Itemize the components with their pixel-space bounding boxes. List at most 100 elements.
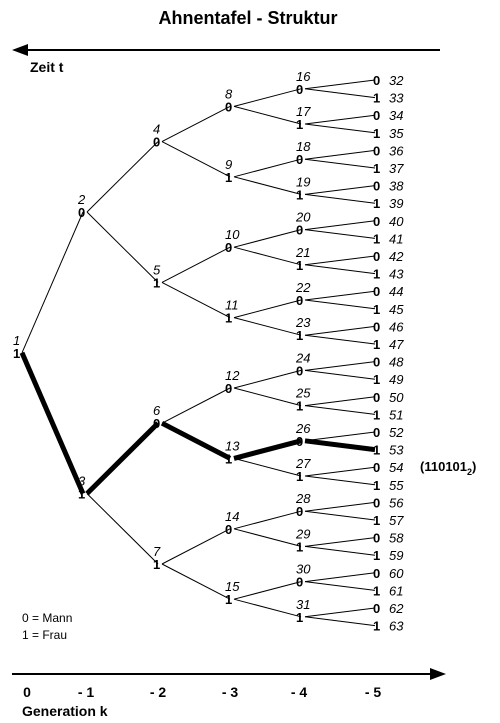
generation-axis	[12, 668, 446, 680]
legend-female: 1 = Frau	[22, 628, 67, 642]
ancestor-number-41: 41	[389, 231, 403, 246]
edge-29-59	[304, 545, 376, 556]
gender-bit-41: 1	[373, 231, 380, 246]
edge-12-25	[233, 387, 302, 407]
ancestor-number-60: 60	[389, 566, 404, 581]
ancestor-number-56: 56	[389, 495, 404, 510]
edge-16-33	[304, 88, 376, 99]
edge-20-40	[304, 220, 376, 231]
gender-bit-14: 0	[225, 522, 232, 537]
gender-bit-29: 1	[296, 539, 303, 554]
ancestor-number-1: 1	[13, 333, 20, 348]
edge-5-11	[161, 281, 231, 319]
ancestor-number-62: 62	[389, 601, 404, 616]
gender-bit-48: 0	[373, 355, 380, 370]
ancestor-number-27: 27	[295, 456, 311, 471]
edge-4-9	[161, 141, 231, 178]
edge-26-53	[304, 438, 376, 453]
highlight-binary-label: (1101012)	[420, 459, 476, 477]
ancestor-number-4: 4	[153, 122, 160, 137]
generation-tick-2: - 2	[150, 684, 167, 700]
edge-28-56	[304, 501, 376, 512]
gender-bit-57: 1	[373, 513, 380, 528]
gender-bit-27: 1	[296, 469, 303, 484]
ancestor-number-15: 15	[225, 579, 240, 594]
ancestor-number-18: 18	[296, 139, 311, 154]
gender-bit-18: 0	[296, 152, 303, 167]
edge-13-26	[233, 438, 302, 461]
ancestor-number-55: 55	[389, 478, 404, 493]
gender-bit-58: 0	[373, 531, 380, 546]
ancestor-number-22: 22	[295, 280, 311, 295]
edge-22-45	[304, 299, 376, 310]
ancestor-number-61: 61	[389, 583, 403, 598]
gender-bit-40: 0	[373, 214, 380, 229]
ancestor-number-31: 31	[296, 597, 310, 612]
edge-21-42	[304, 255, 376, 266]
ancestor-number-6: 6	[153, 403, 161, 418]
edge-25-51	[304, 405, 376, 415]
time-axis	[12, 44, 440, 56]
gender-bit-60: 0	[373, 566, 380, 581]
edge-12-24	[233, 369, 302, 389]
ancestor-number-19: 19	[296, 174, 310, 189]
edge-8-17	[233, 105, 302, 125]
gender-bit-9: 1	[225, 170, 232, 185]
edge-3-7	[86, 493, 159, 565]
gender-bit-12: 0	[225, 381, 232, 396]
ancestor-number-33: 33	[389, 91, 404, 106]
ancestor-number-3: 3	[78, 474, 86, 489]
edge-17-34	[304, 114, 376, 125]
gender-bit-61: 1	[373, 583, 380, 598]
ancestor-number-7: 7	[153, 544, 161, 559]
edge-1-3	[19, 351, 86, 495]
gender-bit-52: 0	[373, 425, 380, 440]
edge-31-62	[304, 607, 376, 618]
edge-25-50	[304, 396, 376, 407]
legend: 0 = Mann 1 = Frau	[22, 611, 72, 642]
gender-bit-51: 1	[373, 407, 380, 422]
gender-bit-10: 0	[225, 240, 232, 255]
ancestor-number-13: 13	[225, 438, 240, 453]
gender-bit-3: 1	[78, 487, 85, 502]
ancestor-number-53: 53	[389, 443, 404, 458]
gender-bit-5: 1	[153, 275, 160, 290]
edge-6-12	[161, 387, 231, 424]
gender-bit-28: 0	[296, 504, 303, 519]
edge-24-48	[304, 361, 376, 371]
edge-26-52	[304, 431, 376, 442]
edge-8-16	[233, 88, 302, 107]
gender-bit-19: 1	[296, 187, 303, 202]
tree-nodes: 1120314051607180911001111201311401511601…	[13, 69, 404, 634]
ancestor-number-30: 30	[296, 562, 311, 577]
ancestor-number-58: 58	[389, 531, 404, 546]
gender-bit-42: 0	[373, 249, 380, 264]
ancestor-number-28: 28	[295, 491, 311, 506]
ancestor-number-54: 54	[389, 460, 403, 475]
ancestor-number-24: 24	[295, 350, 310, 365]
ancestor-number-35: 35	[389, 126, 404, 141]
gender-bit-54: 0	[373, 460, 380, 475]
tree-edges	[19, 79, 376, 627]
edge-29-58	[304, 537, 376, 547]
edge-14-29	[233, 528, 302, 547]
edge-24-49	[304, 369, 376, 380]
generation-tick-4: - 4	[291, 684, 308, 700]
ancestor-number-46: 46	[389, 319, 404, 334]
edge-2-4	[86, 141, 159, 213]
gender-bit-37: 1	[373, 161, 380, 176]
generation-tick-0: 0	[23, 684, 31, 700]
generation-ticks: 0- 1- 2- 3- 4- 5	[23, 684, 381, 700]
gender-bit-45: 1	[373, 302, 380, 317]
ancestor-number-21: 21	[295, 245, 310, 260]
edge-30-60	[304, 572, 376, 583]
ancestor-number-40: 40	[389, 214, 404, 229]
edge-7-14	[161, 528, 231, 565]
edge-22-44	[304, 290, 376, 301]
edge-19-39	[304, 193, 376, 204]
gender-bit-50: 0	[373, 390, 380, 405]
ancestor-number-39: 39	[389, 196, 403, 211]
diagram-title: Ahnentafel - Struktur	[158, 8, 337, 28]
ancestor-number-57: 57	[389, 513, 404, 528]
edge-20-41	[304, 229, 376, 239]
